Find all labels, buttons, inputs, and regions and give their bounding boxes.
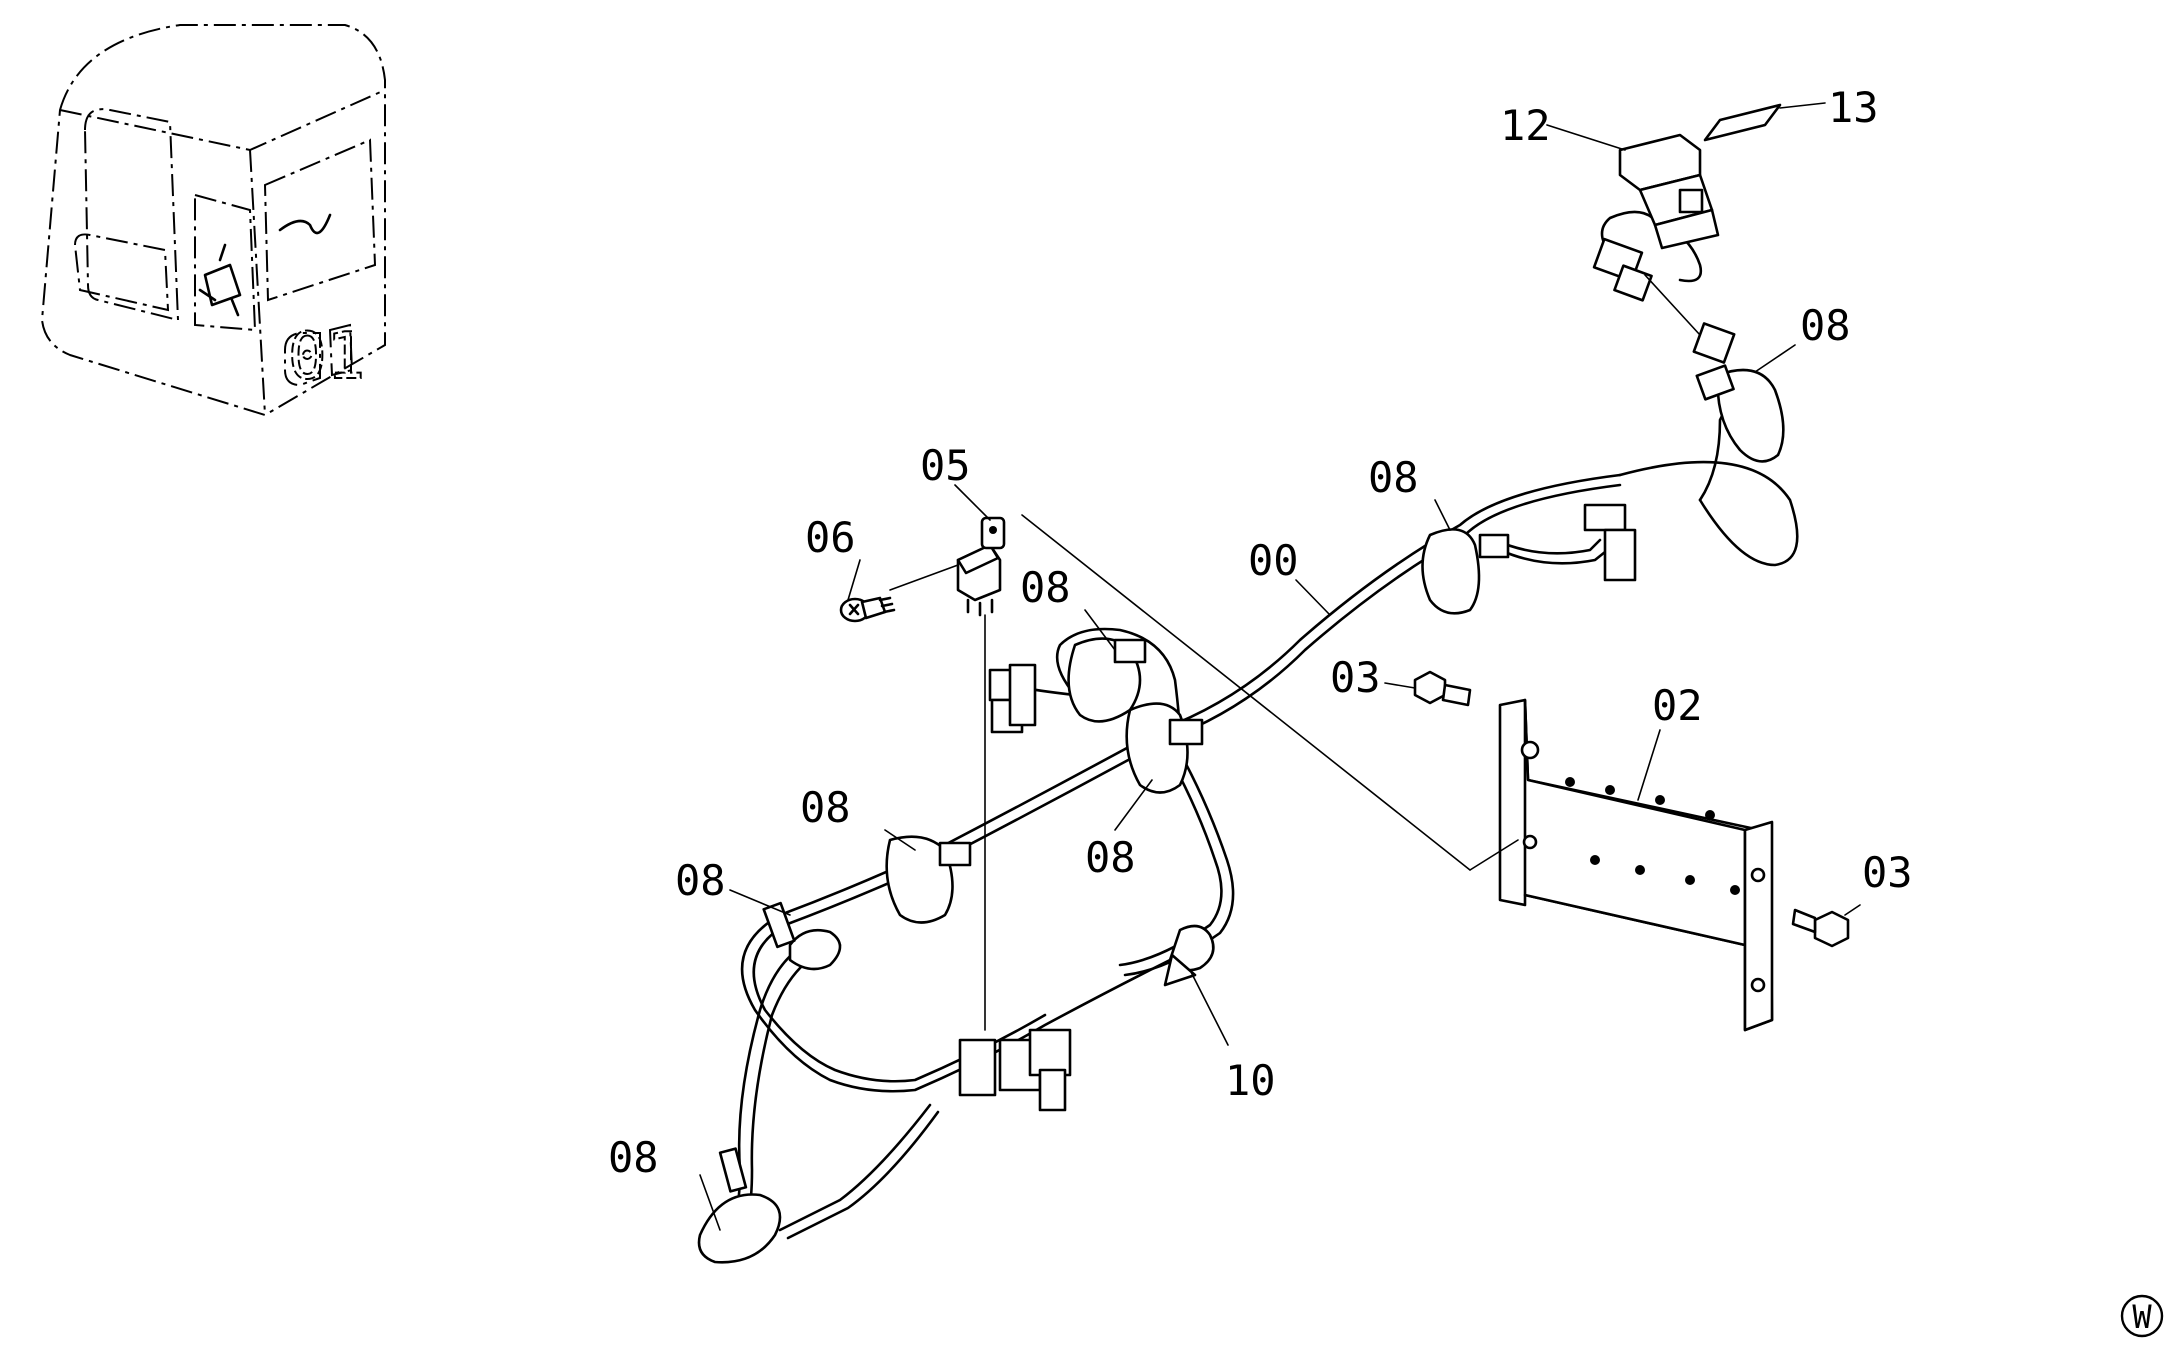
- clamp-far-left: [788, 928, 842, 971]
- callout-05: 05: [920, 441, 971, 490]
- cab-locator-inset: 01: [40, 24, 386, 417]
- callout-12: 12: [1500, 101, 1551, 150]
- callout-06: 06: [805, 513, 856, 562]
- clamp-bottom-left: [697, 1193, 782, 1264]
- callout-03-lower: 03: [1862, 848, 1913, 897]
- bracket-02: [1498, 698, 1774, 1032]
- switch-12: [1618, 133, 1720, 250]
- callout-08-mid-right: 08: [1368, 453, 1419, 502]
- callout-13: 13: [1828, 83, 1879, 132]
- clamp-left: [885, 835, 954, 924]
- callout-08-bottom-left: 08: [608, 1133, 659, 1182]
- callout-08-left: 08: [800, 783, 851, 832]
- callout-labels: 00 02 03 03 05 06 08 08 08 08 08 08 08 1…: [608, 83, 1913, 1182]
- corner-mark: W: [2120, 1294, 2164, 1338]
- cab-marking: 01: [288, 320, 365, 394]
- callout-00: 00: [1248, 536, 1299, 585]
- callout-08-center-top: 08: [1020, 563, 1071, 612]
- clamp-center: [1125, 702, 1189, 794]
- grommet-10: [1163, 924, 1215, 987]
- leader-lines: [699, 102, 1861, 1231]
- callout-08-center-bottom: 08: [1085, 833, 1136, 882]
- bolt-03-upper: [1413, 670, 1472, 707]
- wire-harness: [718, 210, 1799, 1247]
- clamps-08: [697, 364, 1785, 1264]
- harness-connectors: [958, 237, 1736, 1112]
- label-13: [1703, 103, 1782, 142]
- callout-08-upper-right: 08: [1800, 301, 1851, 350]
- bolt-03-lower: [1791, 908, 1850, 948]
- corner-mark-letter: W: [2132, 1298, 2152, 1336]
- callout-03-upper: 03: [1330, 653, 1381, 702]
- callout-10: 10: [1225, 1056, 1276, 1105]
- callout-02: 02: [1652, 681, 1703, 730]
- relay-05: [956, 516, 1006, 617]
- clamp-upper-right: [1716, 368, 1785, 463]
- screw-06: [839, 596, 896, 623]
- clamp-mid-right: [1421, 528, 1481, 615]
- callout-08-far-left: 08: [675, 856, 726, 905]
